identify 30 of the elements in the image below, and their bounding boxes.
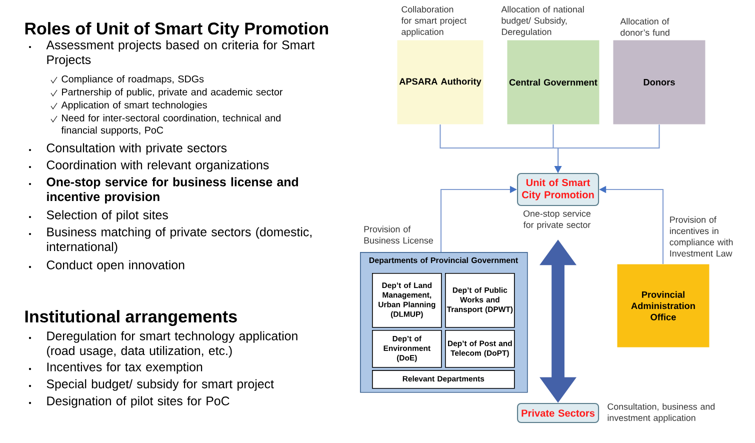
- heading: Institutional arrangements: [25, 310, 237, 326]
- organization-box: Donors: [613, 40, 706, 124]
- note-text: Allocation of donor’s fund: [620, 18, 670, 36]
- list-item: Designation of pilot sites for PoC: [47, 396, 230, 408]
- list-item: Consultation with private sectors: [46, 143, 227, 155]
- heading: Roles of Unit of Smart City Promotion: [25, 22, 328, 38]
- note-text: One-stop service for private sector: [523, 210, 590, 230]
- note-text: Collaboration for smart project application: [401, 6, 466, 37]
- list-item: Incentives for tax exemption: [47, 362, 202, 374]
- edge-label: Provision of incentives in compliance with Investment Law: [670, 216, 733, 257]
- list-item: Conduct open innovation: [46, 260, 184, 272]
- list-item: Special budget/ subsidy for smart project: [46, 379, 274, 391]
- list-item: Application of smart technologies: [61, 101, 207, 110]
- list-item: Partnership of public, private and academic sector: [62, 88, 283, 98]
- note-text: Consultation, business and investment application: [608, 403, 715, 423]
- list-item: Need for inter-sectoral coordination, technical and financial supports, PoC: [61, 114, 280, 136]
- unit-box: Unit of Smart City Promotion: [517, 173, 600, 206]
- organization-box: Central Government: [507, 40, 600, 124]
- edge-label: Provision of Business License: [364, 226, 433, 244]
- list-item: Assessment projects based on criteria for Smart Projects: [46, 40, 315, 67]
- list-item: Business matching of private sectors (domestic, international): [47, 227, 312, 254]
- note-text: Allocation of national budget/ Subsidy, Deregulation: [501, 6, 584, 37]
- private-sector-box: Private Sectors: [517, 402, 600, 424]
- list-item: Coordination with relevant organizations: [46, 160, 269, 172]
- list-item: One-stop service for business license and incentive provision: [46, 177, 298, 204]
- organization-box: APSARA Authority: [397, 40, 484, 124]
- list-item: Deregulation for smart technology application (road usage, data utilization, etc.): [47, 331, 298, 358]
- office-box: Provincial Administration Office: [617, 264, 710, 348]
- list-item: Selection of pilot sites: [46, 210, 168, 222]
- list-item: Compliance of roadmaps, SDGs: [62, 75, 204, 84]
